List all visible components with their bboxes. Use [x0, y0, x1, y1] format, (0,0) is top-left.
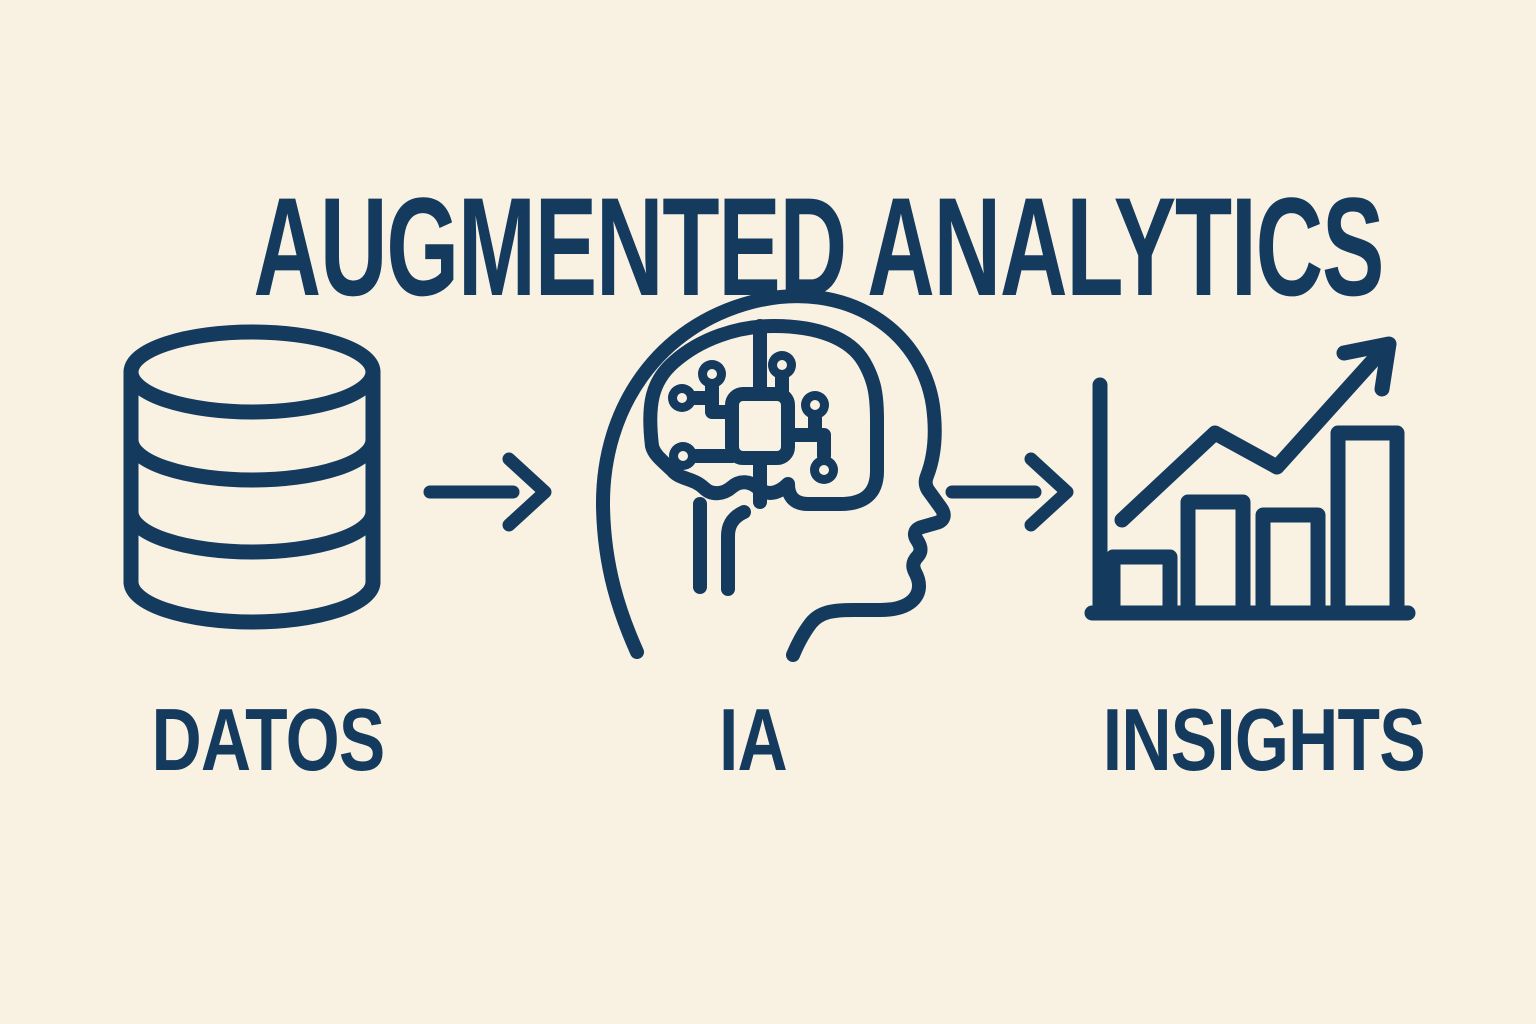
step-label-ia: IA	[719, 690, 788, 789]
bar	[1105, 549, 1178, 621]
bar-chart-trend-icon	[1084, 336, 1416, 621]
database-icon	[123, 324, 381, 630]
trend-arrowhead	[1336, 336, 1397, 397]
arrow-right-icon	[423, 452, 552, 532]
bar	[1255, 507, 1326, 621]
bar	[1330, 425, 1405, 621]
brain-outline	[643, 319, 884, 511]
chip	[725, 387, 795, 465]
step-label-insights: INSIGHTS	[1102, 690, 1426, 789]
circuit-node-holes	[677, 360, 829, 475]
trend-line	[1114, 337, 1395, 528]
ai-head-circuit-icon	[595, 289, 951, 662]
step-label-datos: DATOS	[151, 690, 386, 789]
head-outline	[595, 289, 951, 662]
bar	[1180, 494, 1251, 621]
arrow-right-icon	[945, 452, 1074, 532]
